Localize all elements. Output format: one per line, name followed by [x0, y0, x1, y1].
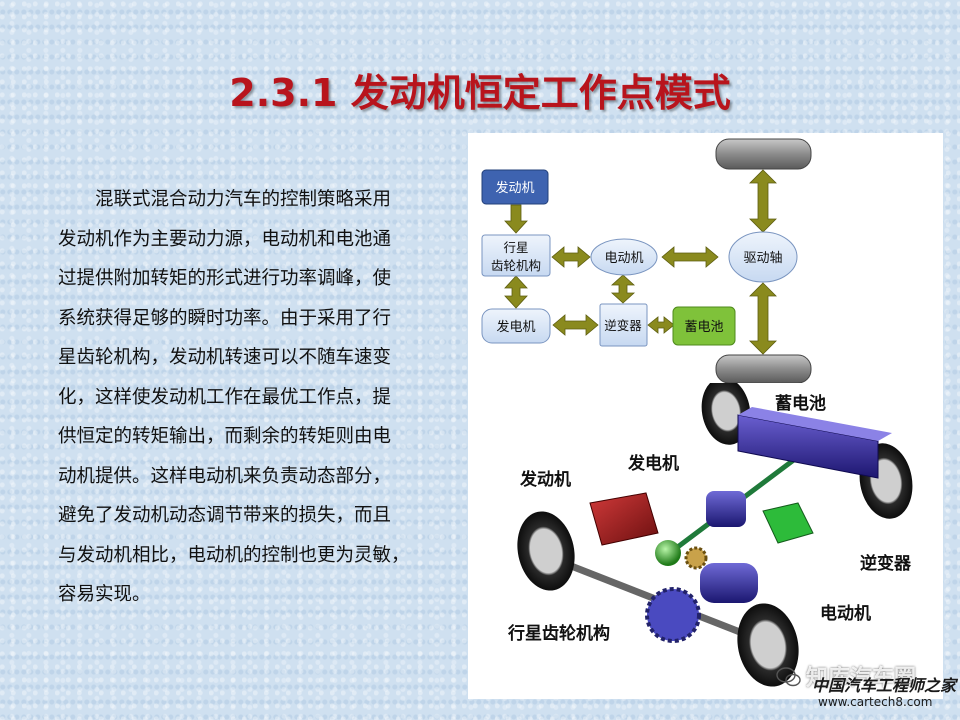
inverter-label: 逆变器 — [604, 318, 642, 333]
drive-axle-label: 驱动轴 — [743, 251, 782, 266]
paragraph-line: 混联式混合动力汽车的控制策略采用 — [95, 189, 392, 210]
arrow-planetary-motor — [551, 246, 591, 268]
drive-axle-node — [728, 231, 798, 283]
illus-motor-label: 电动机 — [820, 603, 871, 624]
bottom-wheel — [715, 354, 812, 383]
powertrain-illustration: 蓄电池 发动机 发电机 逆变器 电动机 行星齿轮机构 — [468, 383, 943, 699]
motor-node — [590, 238, 658, 276]
front-left-wheel — [517, 511, 575, 591]
inverter-box — [599, 303, 648, 347]
wechat-icon — [776, 667, 801, 687]
illus-engine-label: 发动机 — [519, 469, 571, 490]
battery-pack — [737, 414, 879, 479]
arrow-motor-axle — [661, 246, 719, 268]
illus-planetary-label: 行星齿轮机构 — [507, 623, 610, 644]
body-paragraph: 混联式混合动力汽车的控制策略采用 发动机作为主要动力源，电动机和电池通 过提供附… — [58, 180, 448, 615]
paragraph-line: 容易实现。 — [58, 584, 151, 605]
battery-box — [672, 306, 736, 346]
arrow-planetary-generator — [504, 275, 528, 309]
front-right-wheel — [737, 603, 799, 687]
watermark-site-name: 中国汽车工程师之家 — [812, 676, 957, 695]
watermark-brand: 知库汽车圈 — [806, 666, 917, 691]
illus-inverter-label: 逆变器 — [860, 553, 912, 574]
paragraph-line: 供恒定的转矩输出，而剩余的转矩则由电 — [58, 426, 392, 447]
paragraph-line: 发动机作为主要动力源，电动机和电池通 — [58, 228, 392, 250]
arrow-inverter-battery — [647, 316, 675, 334]
flow-diagram: 发动机 行星 齿轮机构 发电机 电动机 逆变器 蓄电池 驱动轴 — [468, 133, 943, 383]
paragraph-line: 过提供附加转矩的形式进行功率调峰，使 — [58, 268, 392, 289]
engine-label: 发动机 — [495, 180, 534, 196]
paragraph-line: 系统获得足够的瞬时功率。由于采用了行 — [58, 307, 392, 329]
arrow-axle-top-wheel — [749, 169, 777, 233]
arrow-motor-inverter — [610, 274, 636, 304]
motor-block — [700, 563, 758, 603]
generator-label: 发电机 — [496, 319, 535, 335]
battery-label: 蓄电池 — [684, 320, 723, 335]
large-gear — [645, 587, 701, 643]
paragraph-line: 化，这样使发动机工作在最优工作点，提 — [58, 386, 392, 408]
watermark-url: www.cartech8.com — [818, 695, 933, 709]
illus-generator-label: 发电机 — [627, 453, 679, 474]
small-gear — [684, 546, 708, 570]
engine-box — [481, 169, 549, 205]
planetary-label-line1: 行星 — [503, 240, 528, 255]
arrow-generator-inverter — [552, 314, 599, 336]
top-wheel — [715, 138, 812, 170]
generator-box — [481, 308, 551, 344]
motor-label: 电动机 — [604, 251, 643, 266]
inverter-block — [762, 502, 814, 544]
arrow-axle-bottom-wheel — [749, 282, 777, 355]
paragraph-line: 与发动机相比，电动机的控制也更为灵敏， — [58, 544, 410, 566]
planetary-box — [481, 234, 551, 277]
slide-title: 2.3.1 发动机恒定工作点模式 — [229, 71, 731, 115]
illus-battery-label: 蓄电池 — [775, 393, 826, 414]
battery-pack-top — [738, 407, 892, 441]
paragraph-line: 动机提供。这样电动机来负责动态部分， — [58, 465, 392, 487]
generator-block — [706, 491, 746, 527]
engine-block — [589, 492, 659, 546]
paragraph-line: 星齿轮机构，发动机转速可以不随车速变 — [58, 347, 392, 368]
paragraph-line: 避免了发动机动态调节带来的损失，而且 — [58, 505, 392, 526]
planetary-label-line2: 齿轮机构 — [491, 258, 541, 273]
planetary-gear — [655, 540, 681, 566]
arrow-engine-planetary — [504, 204, 528, 234]
